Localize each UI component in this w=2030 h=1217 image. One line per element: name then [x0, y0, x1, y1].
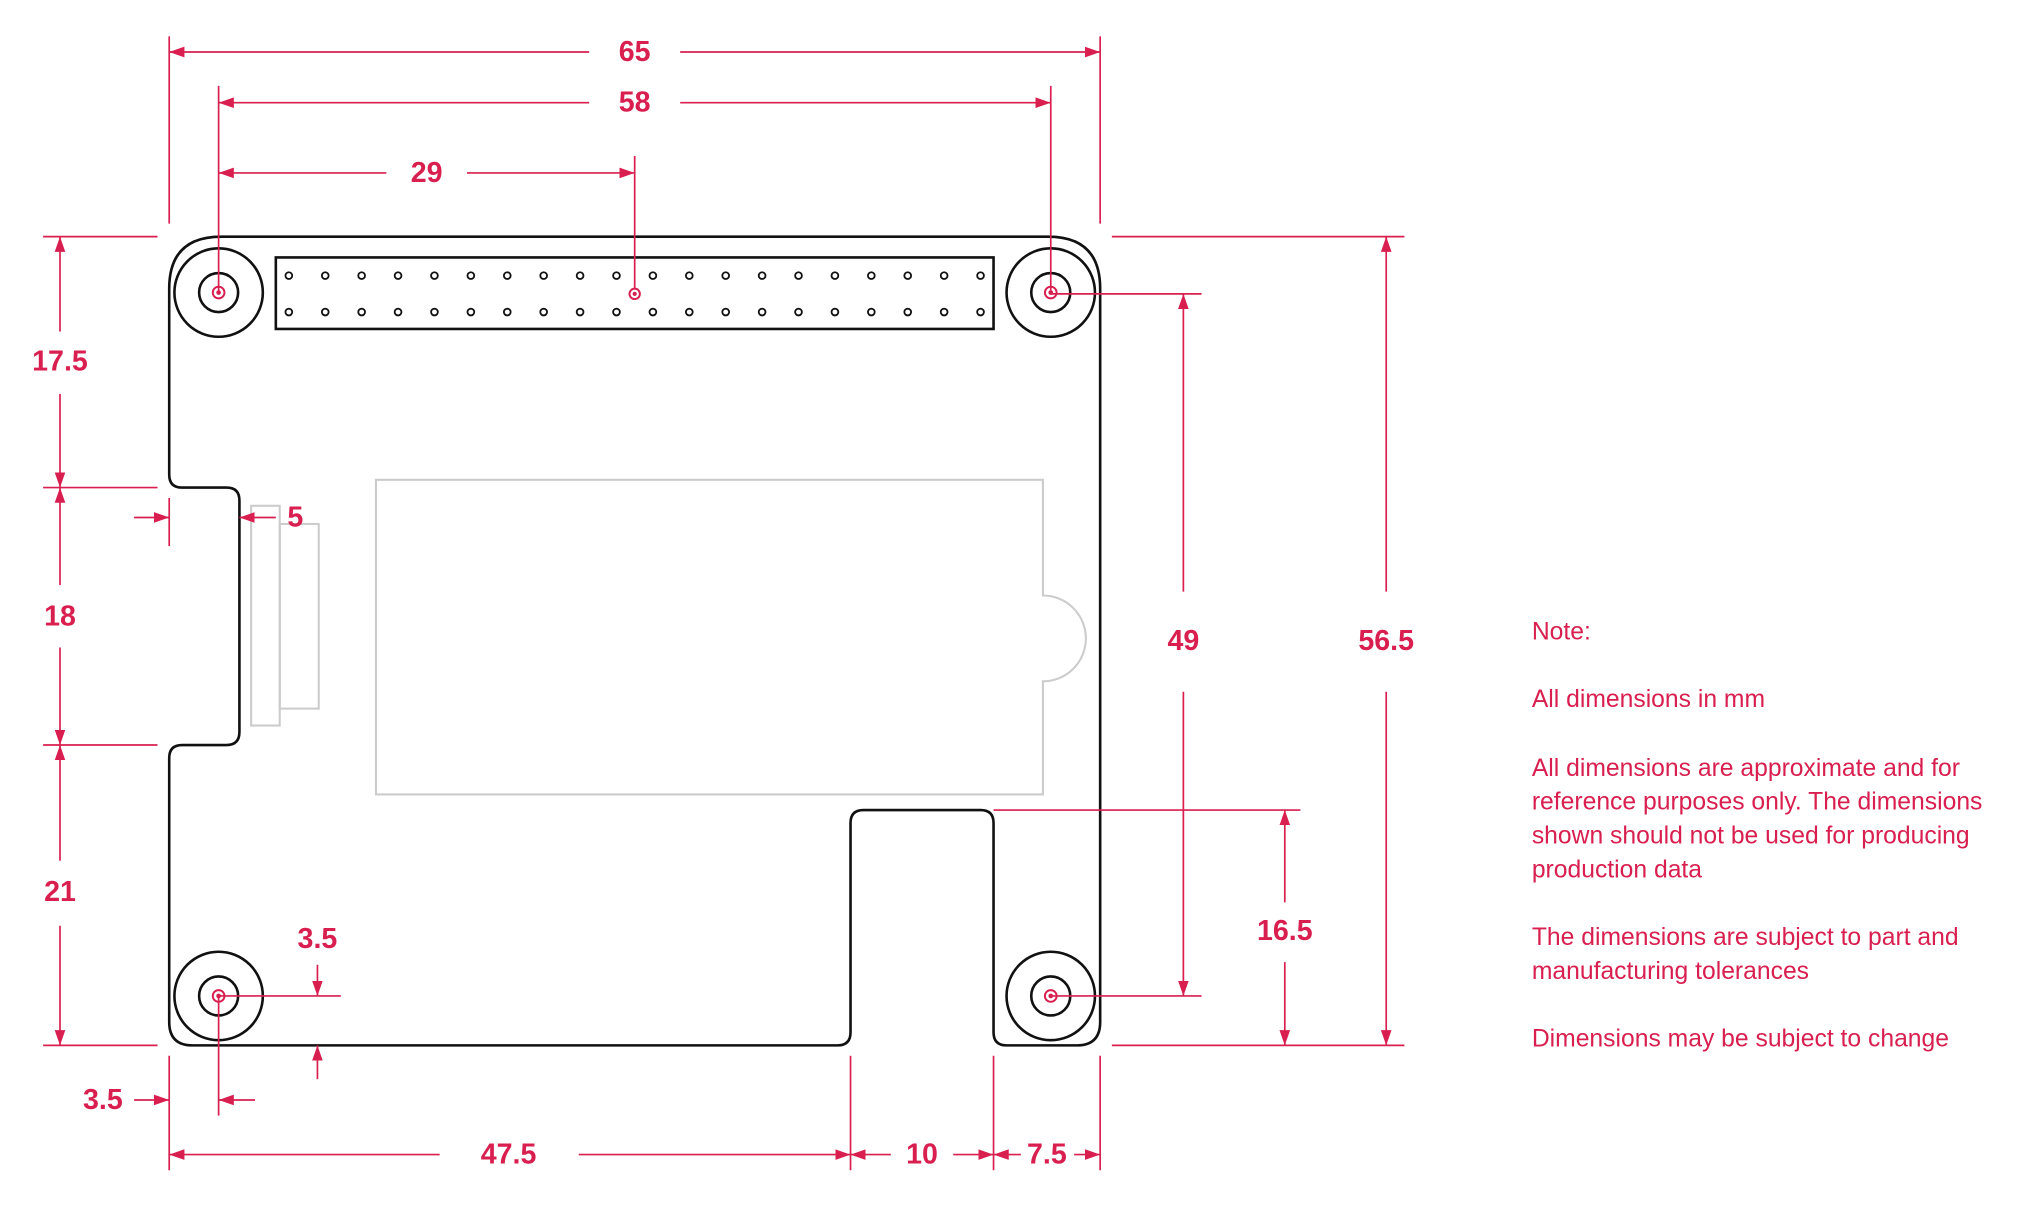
side-connector-body [278, 522, 320, 710]
gpio-pin [430, 271, 439, 280]
gpio-pin [320, 271, 330, 280]
gpio-pin [757, 271, 767, 280]
gpio-pin [830, 307, 840, 317]
dim-bottom-right: 7.5 [1027, 1139, 1067, 1171]
gpio-pin [320, 307, 330, 317]
note-line: All dimensions in mm [1532, 686, 1765, 713]
gpio-pin [612, 307, 621, 317]
dim-hole-spacing-y: 49 [1167, 625, 1199, 657]
notes-heading: Note: [1532, 618, 1591, 645]
gpio-pin [284, 271, 294, 280]
dim-top-to-notch: 17.5 [32, 345, 88, 377]
dim-cutout-width: 10 [906, 1139, 938, 1171]
gpio-pin [430, 307, 439, 317]
gpio-pin [939, 271, 949, 280]
mounting-holes [173, 247, 1097, 1042]
gpio-pin [502, 307, 512, 317]
gpio-pin [721, 307, 730, 317]
gpio-pin [502, 271, 512, 280]
gpio-pin [357, 307, 366, 317]
notes: Note: All dimensions in mm All dimension… [1532, 618, 1983, 1052]
gpio-pin [648, 307, 658, 317]
dim-bottom-left: 47.5 [481, 1139, 537, 1171]
gpio-pin [903, 271, 913, 280]
gpio-pin [685, 271, 694, 280]
gpio-pin [575, 271, 585, 280]
gpio-pin [830, 271, 840, 280]
gpio-pin [721, 271, 730, 280]
note-line: Dimensions may be subject to change [1532, 1025, 1949, 1052]
gpio-pin [393, 271, 403, 280]
dim-width-overall: 65 [619, 36, 651, 68]
note-line: All dimensions are approximate and for [1532, 755, 1960, 782]
dim-notch-height: 18 [44, 600, 76, 632]
dim-header-center: 29 [411, 157, 443, 189]
gpio-pin [976, 307, 985, 317]
gpio-pin [393, 307, 403, 317]
gpio-pin [685, 307, 694, 317]
board-outline [167, 235, 1102, 1047]
gpio-pin [357, 271, 366, 280]
gpio-pin [539, 307, 548, 317]
note-line: production data [1532, 856, 1702, 883]
note-line: The dimensions are subject to part and [1532, 924, 1959, 951]
dim-notch-to-bottom: 21 [44, 876, 76, 908]
dim-cutout-height: 16.5 [1257, 915, 1313, 947]
gpio-pins [284, 271, 985, 317]
gpio-pin [794, 271, 803, 280]
side-connector [250, 504, 281, 727]
gpio-pin [284, 307, 294, 317]
gpio-pin [612, 271, 621, 280]
gpio-pin [903, 307, 913, 317]
header-center-dot [632, 291, 637, 296]
dim-hole-offset-x: 3.5 [83, 1084, 123, 1116]
note-line: shown should not be used for producing [1532, 823, 1970, 850]
gpio-pin [939, 307, 949, 317]
gpio-pin [466, 271, 476, 280]
gpio-pin [648, 271, 658, 280]
note-line: reference purposes only. The dimensions [1532, 789, 1983, 816]
gpio-pin [867, 307, 876, 317]
gpio-pin [539, 271, 548, 280]
gpio-pin [466, 307, 476, 317]
note-line: manufacturing tolerances [1532, 958, 1809, 985]
hole-center-dot [216, 290, 221, 295]
gpio-pin [794, 307, 803, 317]
battery-holder [374, 478, 1087, 796]
extension-lines [43, 36, 1405, 1171]
dim-hole-spacing-x: 58 [619, 87, 651, 119]
gpio-pin [867, 271, 876, 280]
dim-height-overall: 56.5 [1358, 625, 1414, 657]
dim-notch-depth: 5 [287, 501, 303, 533]
dim-hole-offset-y: 3.5 [298, 923, 338, 955]
gpio-pin [976, 271, 985, 280]
gpio-pin [757, 307, 767, 317]
gpio-pin [575, 307, 585, 317]
dimension-lines [54, 46, 1392, 1160]
